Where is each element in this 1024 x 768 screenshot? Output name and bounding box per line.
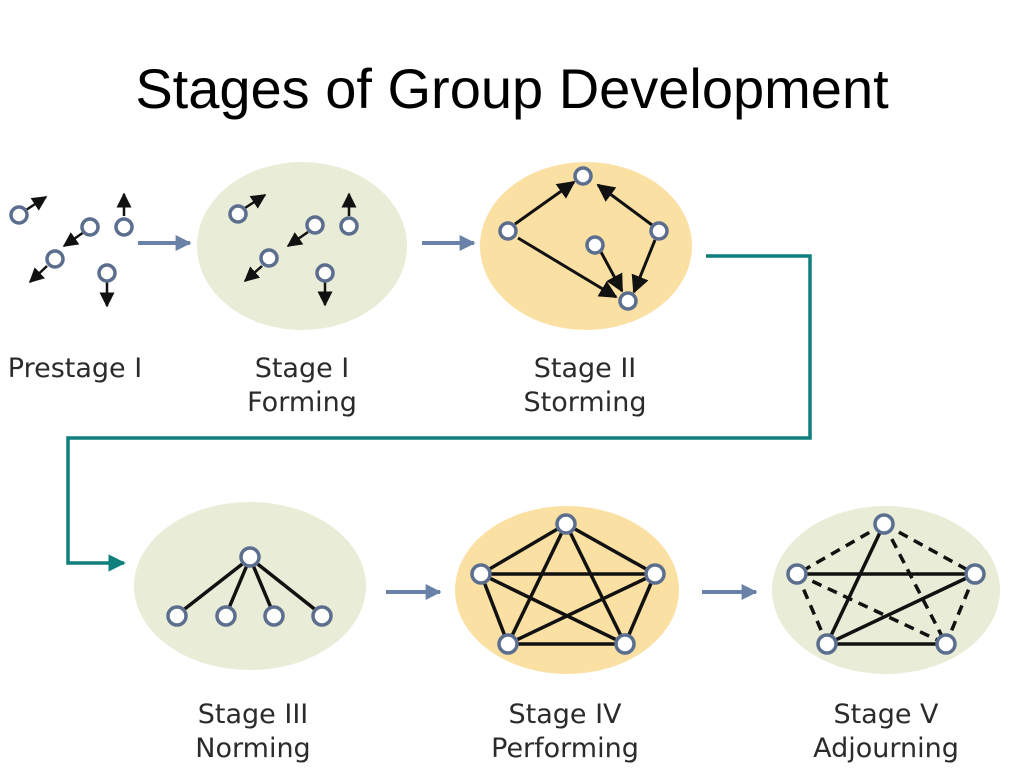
stage-name: Prestage I [7, 353, 143, 384]
stage-5-nodes [786, 513, 986, 655]
stage-name: Stage V [833, 699, 939, 730]
stage-phase: Norming [195, 733, 311, 764]
label-stage-3: Stage III Norming [170, 698, 336, 766]
stage-phase: Forming [247, 387, 357, 418]
flow-arrows [138, 235, 758, 600]
stage-4-nodes [470, 513, 666, 655]
stage-phase: Storming [523, 387, 647, 418]
stage-3-hierarchy-lines [175, 556, 324, 617]
stage-2-to-stage-3-connector [66, 254, 812, 572]
prestage-1-members [25, 192, 132, 308]
label-prestage-1: Prestage I [0, 352, 150, 386]
stage-name: Stage I [254, 353, 350, 384]
stage-phase: Performing [491, 733, 639, 764]
stage-1-members [243, 192, 357, 307]
stage-5-dashed-lines [795, 522, 977, 646]
stage-3-circle [134, 502, 366, 670]
stage-4-circle [455, 506, 679, 674]
slide-title: Stages of Group Development [135, 57, 889, 120]
stage-name: Stage III [197, 699, 309, 730]
stage-3-nodes [166, 546, 333, 627]
stage-1-nodes [228, 204, 359, 283]
stage-2-nodes [498, 166, 669, 311]
stage-1-circle [197, 162, 407, 330]
prestage-1-nodes [9, 205, 134, 283]
stage-2-conflict-lines [514, 180, 657, 299]
stage-5-circle [772, 506, 1000, 674]
stage-name: Stage II [533, 353, 637, 384]
stage-phase: Adjourning [813, 733, 959, 764]
stage-5-solid-lines [797, 523, 976, 646]
stage-name: Stage IV [508, 699, 622, 730]
stage-4-network-lines [479, 522, 657, 646]
label-stage-1: Stage I Forming [220, 352, 384, 420]
label-stage-2: Stage II Storming [500, 352, 670, 420]
label-stage-5: Stage V Adjourning [784, 698, 988, 766]
label-stage-4: Stage IV Performing [470, 698, 660, 766]
